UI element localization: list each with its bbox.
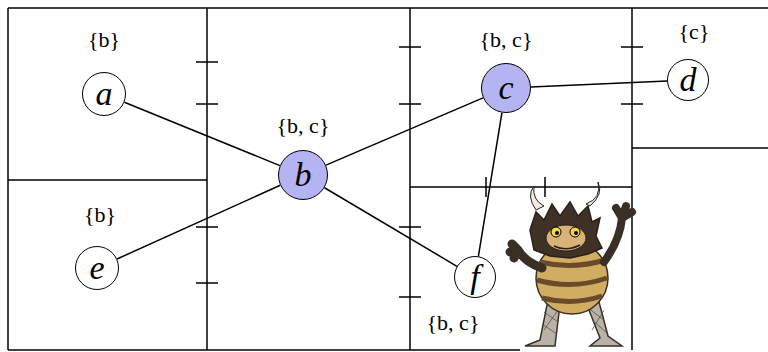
border-line bbox=[631, 8, 633, 350]
border-line bbox=[206, 8, 208, 350]
tick-mark bbox=[485, 177, 487, 197]
tick-mark bbox=[399, 226, 421, 228]
tick-mark bbox=[621, 103, 643, 105]
tick-mark bbox=[196, 226, 218, 228]
vertex-letter: a bbox=[96, 77, 113, 111]
edge-line bbox=[478, 113, 502, 257]
vertex-circle: f bbox=[454, 256, 496, 298]
edge-line bbox=[531, 81, 667, 87]
monster-pupil bbox=[574, 231, 578, 235]
border-line bbox=[7, 8, 9, 350]
tick-mark bbox=[196, 61, 218, 63]
tick-mark bbox=[621, 46, 643, 48]
tick-mark bbox=[399, 103, 421, 105]
vertex-circle: c bbox=[481, 63, 531, 113]
monster-mouth bbox=[554, 245, 580, 249]
vertex-circle: d bbox=[667, 59, 709, 101]
monster-horn bbox=[586, 182, 600, 206]
border-line bbox=[8, 179, 207, 181]
tick-mark bbox=[544, 177, 546, 197]
set-label: {b} bbox=[88, 28, 120, 52]
border-line bbox=[409, 8, 411, 350]
region-borders bbox=[8, 8, 768, 350]
vertex-circle: a bbox=[82, 72, 126, 116]
set-label: {c} bbox=[679, 20, 710, 44]
vertex-circle: e bbox=[75, 246, 119, 290]
vertex-letter: c bbox=[498, 71, 513, 105]
set-label: {b, c} bbox=[277, 114, 330, 138]
tick-mark bbox=[196, 282, 218, 284]
edge-line bbox=[117, 185, 280, 259]
monster-arm bbox=[604, 206, 632, 262]
vertex-letter: d bbox=[680, 63, 697, 97]
vertex-letter: e bbox=[89, 251, 104, 285]
set-label: {b, c} bbox=[480, 28, 533, 52]
tick-mark bbox=[399, 296, 421, 298]
edge-line bbox=[326, 98, 483, 165]
monster-horn bbox=[530, 186, 544, 210]
body-stripes bbox=[537, 260, 607, 302]
border-line bbox=[8, 7, 768, 9]
set-label: {b, c} bbox=[427, 311, 480, 335]
edge-line bbox=[325, 188, 457, 267]
monster-pupil bbox=[555, 231, 559, 235]
tick-mark bbox=[196, 103, 218, 105]
monster-head bbox=[530, 202, 602, 258]
set-label: {b} bbox=[84, 203, 116, 227]
monster-face bbox=[546, 225, 586, 251]
monster-illustration bbox=[510, 182, 632, 346]
vertex-letter: f bbox=[470, 260, 479, 294]
monster-eye bbox=[570, 227, 580, 237]
vertex-letter: b bbox=[295, 158, 312, 192]
edge-line bbox=[124, 102, 279, 165]
border-line bbox=[8, 349, 520, 351]
tick-mark bbox=[399, 46, 421, 48]
vertex-circle: b bbox=[278, 150, 328, 200]
border-line bbox=[632, 147, 768, 149]
monster-eye bbox=[551, 227, 561, 237]
